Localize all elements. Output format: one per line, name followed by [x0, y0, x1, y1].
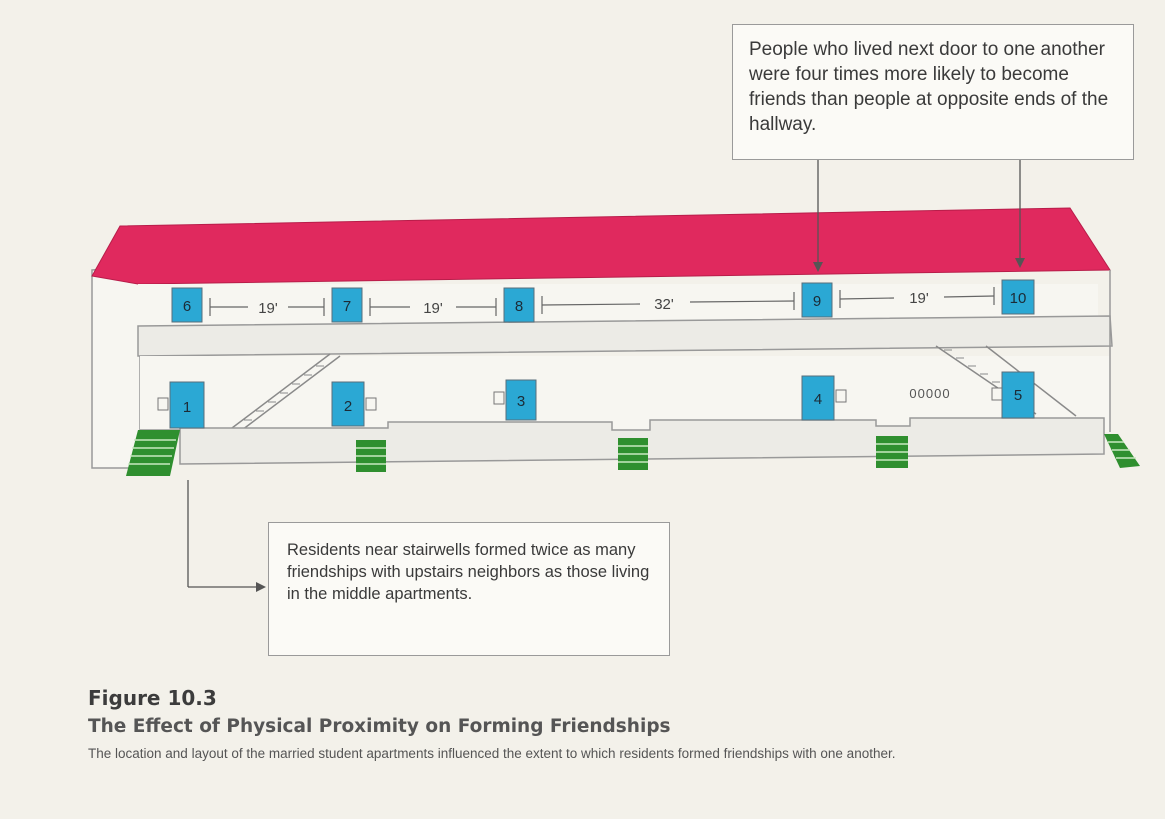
callout-top: People who lived next door to one anothe… [732, 24, 1134, 160]
figure-number: Figure 10.3 [88, 686, 217, 710]
upper-floor-slab [137, 315, 1113, 357]
apartment-8: 8 [503, 287, 535, 323]
left-end-wall [91, 265, 141, 469]
callout-bottom-text: Residents near stairwells formed twice a… [287, 541, 650, 603]
green-stair-3 [618, 438, 648, 470]
apartment-2: 2 [331, 381, 377, 427]
apartment-7: 7 [331, 287, 363, 323]
apartment-10: 10 [1001, 279, 1035, 315]
figure-title: The Effect of Physical Proximity on Form… [88, 716, 671, 737]
apartment-number: 10 [1010, 290, 1027, 307]
apartment-6: 6 [171, 287, 203, 323]
apartment-number: 5 [1014, 387, 1022, 404]
callout-bottom-arrow [187, 480, 266, 592]
apartment-number: 6 [183, 298, 191, 315]
distance-label: 19' [258, 300, 278, 317]
distance-9-10 [839, 287, 995, 308]
mailboxes: 00000 [909, 386, 950, 401]
distance-8-9 [541, 292, 795, 314]
distance-7-8 [369, 298, 497, 316]
figure-caption: Figure 10.3 The Effect of Physical Proxi… [88, 686, 1148, 765]
apartment-4: 4 [801, 375, 847, 421]
apartment-number: 2 [344, 398, 352, 415]
apartment-number: 3 [517, 393, 525, 410]
apartment-number: 8 [515, 298, 523, 315]
apartment-3: 3 [493, 379, 537, 421]
stair-upper-left [231, 353, 341, 431]
apartment-5: 5 [991, 371, 1035, 419]
apartment-number: 1 [183, 399, 191, 416]
apartment-number: 9 [813, 293, 821, 310]
distance-6-7 [209, 298, 325, 316]
green-stair-2 [356, 440, 386, 472]
green-stair-right [1104, 434, 1140, 468]
callout-top-text: People who lived next door to one anothe… [749, 39, 1109, 135]
distance-label: 19' [423, 300, 443, 317]
green-stair-4 [876, 436, 908, 468]
distance-label: 32' [654, 296, 674, 313]
green-stair-left [126, 430, 180, 476]
apartment-number: 4 [814, 391, 822, 408]
callout-bottom: Residents near stairwells formed twice a… [268, 522, 670, 656]
callout-top-arrow-10 [1015, 160, 1025, 268]
figure-description: The location and layout of the married s… [88, 746, 896, 761]
callout-top-arrow-9 [813, 160, 823, 272]
apartment-number: 7 [343, 298, 351, 315]
roof [91, 207, 1111, 285]
apartment-9: 9 [801, 282, 833, 318]
distance-label: 19' [909, 290, 929, 307]
apartment-1: 1 [157, 381, 205, 429]
